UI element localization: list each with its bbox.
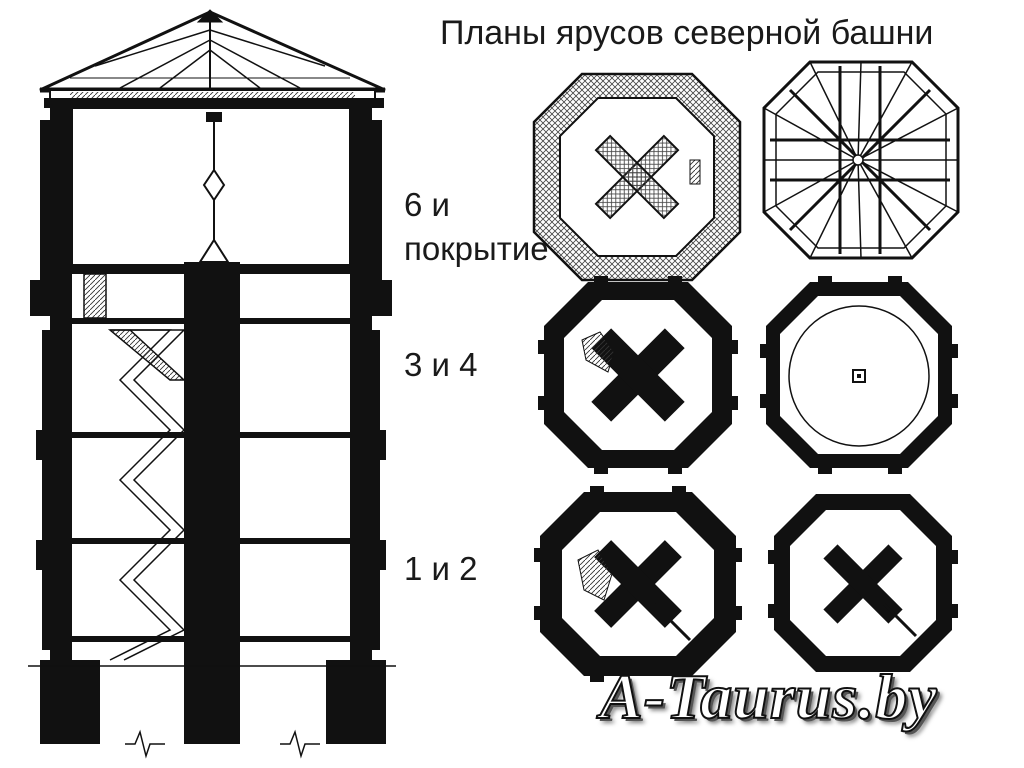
diagram-title: Планы ярусов северной башни bbox=[440, 14, 934, 52]
tier-6-roof-label: покрытие bbox=[404, 230, 549, 267]
plan-tier-3-4-right bbox=[760, 276, 958, 474]
tier-3-4-label: 3 и 4 bbox=[404, 346, 478, 383]
staircase bbox=[83, 273, 186, 661]
central-column bbox=[184, 262, 240, 744]
plan-tier-1-2-right bbox=[768, 494, 958, 672]
tier-1-2-label: 1 и 2 bbox=[404, 550, 478, 587]
left-wall bbox=[50, 104, 72, 744]
tower-section bbox=[28, 9, 396, 759]
plan-tier-3-4-left bbox=[538, 276, 738, 474]
plan-tier-1-2-left bbox=[534, 486, 742, 682]
right-wall bbox=[350, 104, 372, 744]
plan-tier-6-left bbox=[532, 72, 742, 282]
watermark: A-Taurus.by bbox=[599, 660, 938, 733]
roof-truss bbox=[39, 9, 386, 93]
floor-slabs bbox=[72, 318, 350, 642]
plan-roof-framing bbox=[762, 60, 960, 260]
tier-6-label: 6 и bbox=[404, 186, 450, 223]
